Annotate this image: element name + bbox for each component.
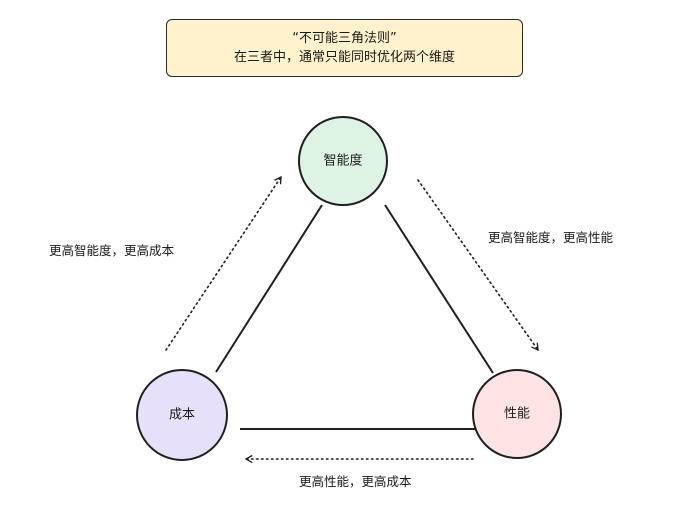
arrow-right-label: 更高智能度，更高性能: [488, 230, 614, 245]
arrow-left: [165, 175, 282, 351]
title-line-1: “不可能三角法则”: [292, 31, 397, 46]
node-intelligence: [298, 116, 388, 206]
title-box: “不可能三角法则” 在三者中，通常只能同时优化两个维度: [166, 19, 523, 77]
title-line-2: 在三者中，通常只能同时优化两个维度: [233, 50, 455, 65]
node-performance-label: 性能: [503, 406, 531, 422]
arrow-bottom-label: 更高性能，更高成本: [299, 474, 412, 489]
node-intelligence-label: 智能度: [323, 153, 363, 169]
node-cost-label: 成本: [168, 407, 196, 423]
node-performance: [472, 369, 562, 459]
arrow-right: [417, 179, 539, 352]
arrow-left-label: 更高智能度，更高成本: [49, 243, 175, 258]
edge-intelligence-performance: [384, 204, 494, 374]
edge-intelligence-cost: [215, 204, 323, 373]
node-cost: [136, 369, 228, 461]
